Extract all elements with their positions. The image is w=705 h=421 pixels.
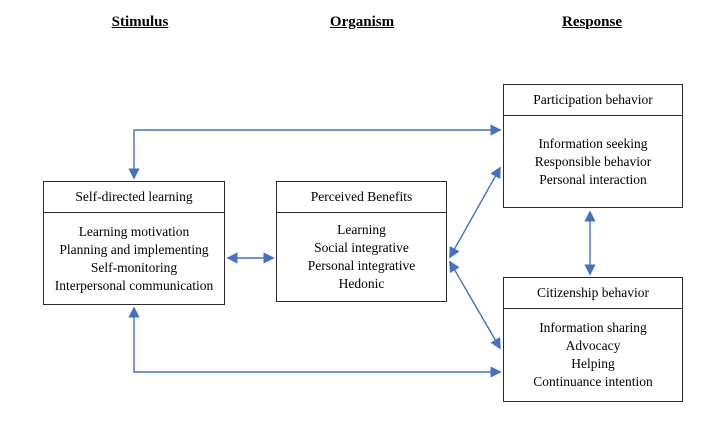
arrow-pb-to-participation — [449, 166, 501, 259]
arrow-elbow-sdl-citizenship — [128, 306, 502, 378]
box-title-perceived-benefits: Perceived Benefits — [277, 182, 446, 213]
box-title-self-directed-learning: Self-directed learning — [44, 182, 224, 213]
box-item: Planning and implementing — [59, 241, 209, 257]
box-body-citizenship-behavior: Information sharing Advocacy Helping Con… — [504, 309, 682, 401]
box-citizenship-behavior: Citizenship behavior Information sharing… — [503, 277, 683, 402]
arrow-elbow-sdl-participation — [128, 124, 502, 180]
box-self-directed-learning: Self-directed learning Learning motivati… — [43, 181, 225, 305]
box-item: Learning motivation — [78, 223, 190, 239]
box-item: Hedonic — [338, 276, 385, 291]
box-item: Advocacy — [565, 338, 621, 353]
column-header-stimulus: Stimulus — [111, 14, 169, 30]
box-item: Information sharing — [539, 320, 647, 335]
box-item: Continuance intention — [533, 374, 653, 389]
box-item: Interpersonal communication — [54, 277, 214, 293]
box-perceived-benefits: Perceived Benefits Learning Social integ… — [276, 181, 447, 302]
box-item: Personal interaction — [539, 171, 647, 187]
box-item: Information seeking — [538, 135, 648, 151]
box-item: Personal integrative — [307, 258, 416, 273]
box-body-perceived-benefits: Learning Social integrative Personal int… — [277, 213, 446, 301]
column-header-organism: Organism — [329, 14, 395, 30]
box-item: Helping — [571, 356, 615, 371]
arrow-pb-to-citizenship — [449, 260, 501, 350]
box-item: Responsible behavior — [534, 153, 652, 169]
box-item: Self-monitoring — [90, 259, 178, 275]
box-item: Learning — [337, 222, 386, 237]
box-title-participation-behavior: Participation behavior — [504, 85, 682, 116]
box-title-citizenship-behavior: Citizenship behavior — [504, 278, 682, 309]
box-item: Social integrative — [314, 240, 409, 255]
box-body-self-directed-learning: Learning motivation Planning and impleme… — [44, 213, 224, 304]
column-header-response: Response — [561, 14, 622, 30]
box-body-participation-behavior: Information seeking Responsible behavior… — [504, 116, 682, 207]
box-participation-behavior: Participation behavior Information seeki… — [503, 84, 683, 208]
